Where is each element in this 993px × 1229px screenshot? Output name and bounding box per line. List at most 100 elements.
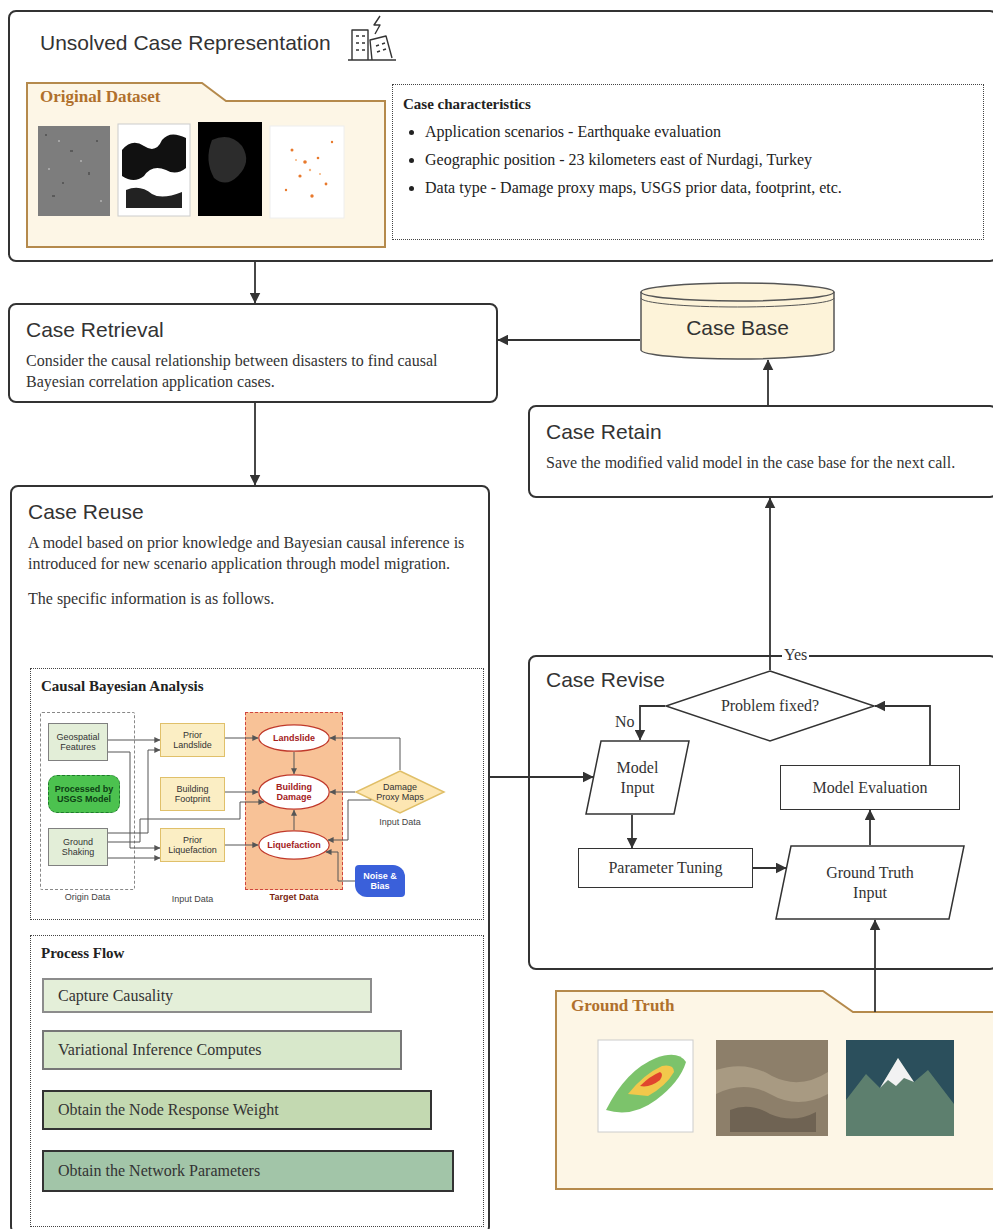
node-text: Input Data [345, 817, 455, 827]
node-title: Capture Causality [58, 986, 356, 1006]
text-wrap: Capture Causality [58, 986, 356, 1006]
connector-arrow [254, 403, 256, 485]
node-text: The specific information is as follows. [28, 589, 472, 610]
stage-box: Problem fixed? Model InputParameter Tunin… [528, 655, 993, 970]
diamond-shape [666, 671, 874, 741]
cylinder-shape [641, 283, 834, 359]
text-wrap: Case Revise [546, 667, 980, 693]
io-parallelogram-outline [775, 845, 965, 920]
node-title: Model Input [605, 758, 670, 798]
text-wrap: Unsolved Case Representation [40, 30, 966, 56]
text-wrap: Variational Inference Computes [58, 1040, 386, 1060]
node-title: Model Evaluation [789, 778, 951, 798]
analysis-box: Geospatial FeaturesProcessed by USGS Mod… [30, 668, 484, 920]
node-title: Obtain the Network Parameters [58, 1161, 438, 1181]
text-wrap: Model Evaluation [789, 778, 951, 798]
node-title: Prior Landslide [164, 730, 221, 750]
ellipse-shape [259, 725, 329, 751]
node-title: Origin Data [31, 892, 144, 902]
edge-label-box: Yes [782, 645, 809, 664]
case-base-cylinder: Case Base [640, 282, 835, 360]
node-title: Liquefaction [264, 840, 324, 850]
text-wrap: Problem fixed? [705, 696, 835, 716]
text-wrap: Obtain the Network Parameters [58, 1161, 438, 1181]
connector-arrow [330, 738, 400, 770]
text-wrap: Obtain the Node Response Weight [58, 1100, 416, 1120]
text-wrap: Ground Truth Input [813, 863, 927, 903]
folder-shape [556, 991, 993, 1189]
connector-arrow [328, 800, 371, 840]
text-wrap: Ground Shaking [52, 837, 104, 857]
label-box: Input Data [160, 894, 225, 904]
text-wrap: Model Input [605, 758, 670, 798]
node-title: Case Base [646, 315, 829, 341]
node-title: Building Footprint [164, 784, 221, 804]
connector-arrow [490, 776, 593, 778]
stage-box: Geospatial FeaturesProcessed by USGS Mod… [10, 485, 490, 1229]
text-wrap: Prior Landslide [164, 730, 221, 750]
connector-arrow [498, 339, 640, 341]
connector-arrow [769, 498, 771, 670]
connector-arrow [108, 740, 160, 741]
connector-arrow [767, 360, 769, 405]
node-title: Noise & Bias [358, 871, 402, 891]
target-group: LandslideBuilding DamageLiquefactionTarg… [245, 712, 343, 890]
node-title: Case Retrieval [26, 317, 480, 343]
connector-arrow [326, 852, 355, 881]
dataset-thumbnails [38, 122, 344, 218]
node-title: Process Flow [41, 944, 473, 963]
dataset-folder: Original Dataset [26, 82, 386, 248]
text-wrap: Processed by USGS Model [52, 784, 116, 804]
data-box: Geospatial Features [48, 723, 108, 761]
node-title: Ground Shaking [52, 837, 104, 857]
bullet-item: Geographic position - 23 kilometers east… [425, 146, 973, 174]
ground-truth-folder: Ground Truth [555, 990, 993, 1190]
dataset-folder-outline [26, 82, 386, 248]
connector-arrow [108, 802, 264, 842]
connector-arrow [294, 752, 295, 774]
connector-arrow [225, 738, 258, 739]
text-wrap: Geospatial Features [52, 732, 104, 752]
text-wrap: Case characteristicsApplication scenario… [403, 95, 973, 202]
node-title: Ground Truth [571, 995, 979, 1017]
node-title: Variational Inference Computes [58, 1040, 386, 1060]
node-title: Processed by USGS Model [52, 784, 116, 804]
noise-tag: Noise & Bias [355, 865, 405, 897]
target-ellipse: Building Damage [258, 774, 330, 810]
ellipse-shape [259, 831, 329, 859]
connector-arrow [330, 792, 355, 793]
input-box: Prior Landslide [160, 723, 225, 757]
connector-arrow [254, 262, 256, 303]
text-wrap: Case Reuse A model based on prior knowled… [28, 499, 472, 610]
characteristics-box: Case characteristicsApplication scenario… [392, 84, 984, 240]
input-box: Building Footprint [160, 777, 225, 811]
node-title: Target Data [236, 892, 352, 902]
stage-box: Case RetainSave the modified valid model… [528, 405, 993, 498]
node-text: Consider the causal relationship between… [26, 351, 480, 393]
node-title: Damage Proxy Maps [373, 782, 427, 802]
text-wrap: Building Damage [266, 782, 322, 802]
node-title: Case Reuse [28, 499, 472, 525]
target-ellipse: Landslide [258, 724, 330, 752]
connector-arrow [294, 810, 295, 830]
text-wrap: Causal Bayesian Analysis [41, 677, 473, 696]
edge-label: Yes [782, 646, 809, 663]
group-box: Geospatial FeaturesProcessed by USGS Mod… [40, 712, 135, 890]
io-parallelogram: Ground Truth Input [775, 845, 965, 920]
step-bar: Obtain the Network Parameters [42, 1150, 454, 1192]
node-title: Parameter Tuning [587, 858, 744, 878]
target-ellipse: Liquefaction [258, 830, 330, 860]
connector-arrow [225, 792, 258, 793]
connector-arrow [108, 750, 160, 833]
node-text: Save the modified valid model in the cas… [546, 453, 980, 474]
node-text: A model based on prior knowledge and Bay… [28, 533, 472, 575]
text-wrap: Liquefaction [264, 840, 324, 850]
process-box: Capture CausalityVariational Inference C… [30, 935, 484, 1227]
connector-arrow [869, 810, 871, 845]
text-wrap: Original Dataset [40, 86, 372, 108]
bullet-item: Data type - Damage proxy maps, USGS prio… [425, 174, 973, 202]
cylinder-rim [641, 292, 834, 301]
step-bar: Obtain the Node Response Weight [42, 1090, 432, 1130]
parallelogram-shape [586, 741, 689, 814]
